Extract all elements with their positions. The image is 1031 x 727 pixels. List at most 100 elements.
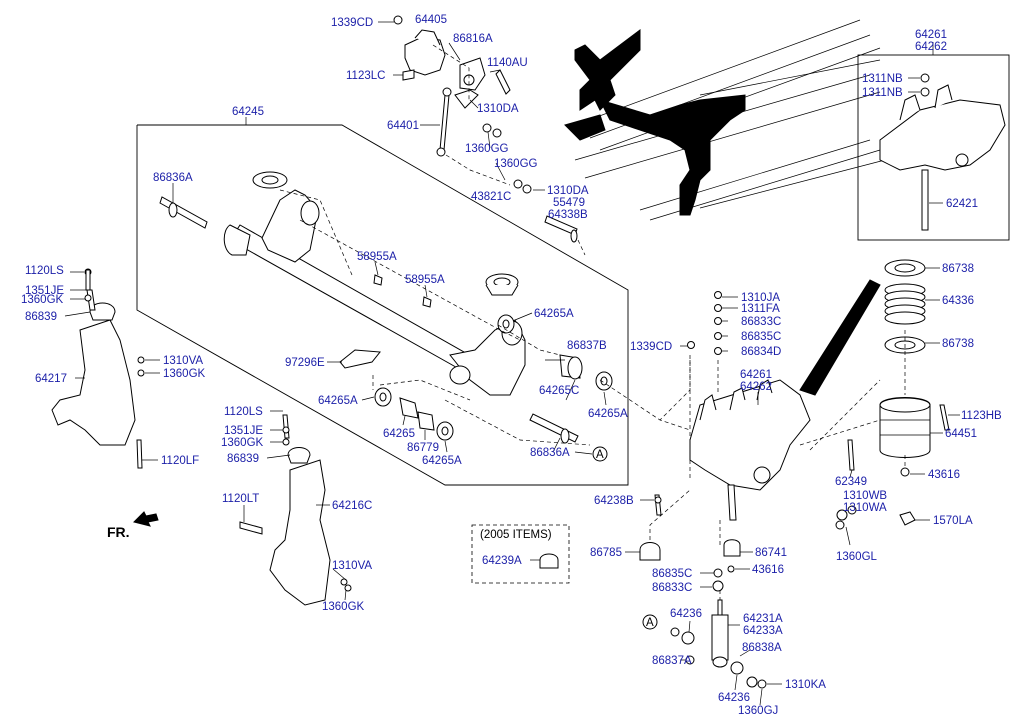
label-64262-mid: 64262 <box>740 381 772 393</box>
shock-absorber <box>639 341 767 689</box>
leveling-valve <box>393 15 532 194</box>
axle-dashed-lines <box>279 189 591 446</box>
label-62349: 62349 <box>835 476 867 488</box>
label-43821C: 43821C <box>471 191 511 203</box>
label-86835C-a: 86835C <box>741 331 781 343</box>
label-1360GG-b: 1360GG <box>494 158 538 170</box>
label-1310WA: 1310WA <box>843 502 887 514</box>
label-1310KA: 1310KA <box>785 679 826 691</box>
label-1360GK-a: 1360GK <box>21 294 64 306</box>
label-64336: 64336 <box>942 295 974 307</box>
label-86839-b: 86839 <box>227 453 259 465</box>
label-1360GG-a: 1360GG <box>465 143 509 155</box>
label-86779: 86779 <box>407 442 439 454</box>
label-86741: 86741 <box>755 547 787 559</box>
part-labels: 1339CD 64405 86816A 1140AU 1123LC 1310DA… <box>21 14 1002 717</box>
label-64405: 64405 <box>415 14 447 26</box>
label-64261-top: 64261 <box>915 29 947 41</box>
top-right-box <box>857 42 1010 241</box>
label-86738-b: 86738 <box>942 338 974 350</box>
label-64265C: 64265C <box>539 385 579 397</box>
label-1120LF: 1120LF <box>161 455 199 467</box>
label-86833C-b: 86833C <box>652 582 692 594</box>
label-86816A: 86816A <box>453 33 493 45</box>
label-64265A-d: 64265A <box>422 455 462 467</box>
label-1310WB: 1310WB <box>843 490 887 502</box>
callout-a-1: A <box>596 449 604 461</box>
callouts: A A <box>592 446 658 630</box>
front-arrow-icon <box>133 511 159 527</box>
label-64265: 64265 <box>383 428 415 440</box>
label-1360GL: 1360GL <box>836 551 878 563</box>
bushings <box>339 274 613 441</box>
label-86834D: 86834D <box>741 346 781 358</box>
label-64245: 64245 <box>232 106 264 118</box>
label-86836A-b: 86836A <box>530 447 570 459</box>
front-marker: FR. <box>107 511 159 540</box>
label-64338B: 64338B <box>548 209 588 221</box>
label-55479: 55479 <box>553 197 585 209</box>
label-64265A-a: 64265A <box>534 308 574 320</box>
label-1140AU: 1140AU <box>487 57 528 69</box>
label-86738-a: 86738 <box>942 263 974 275</box>
label-86833C-a: 86833C <box>741 316 781 328</box>
label-64236-a: 64236 <box>670 608 702 620</box>
label-64239A: 64239A <box>482 555 522 567</box>
label-1570LA: 1570LA <box>933 515 973 527</box>
note-2005-items: (2005 ITEMS) <box>471 524 570 584</box>
label-86839-a: 86839 <box>25 311 57 323</box>
label-1339CD-mid: 1339CD <box>630 341 672 353</box>
label-62421: 62421 <box>946 198 978 210</box>
label-1311NB-b: 1311NB <box>862 87 903 99</box>
label-97296E: 97296E <box>285 357 325 369</box>
label-86837A: 86837A <box>652 655 692 667</box>
label-64233A: 64233A <box>743 625 783 637</box>
axle-bolts <box>159 196 579 444</box>
label-64236-b: 64236 <box>718 692 750 704</box>
label-1351JE-a: 1351JE <box>25 285 64 297</box>
label-64231A: 64231A <box>743 613 783 625</box>
label-64217: 64217 <box>35 373 67 385</box>
frame-rails <box>564 19 886 221</box>
label-1123HB: 1123HB <box>961 410 1002 422</box>
spring-seat-assembly <box>599 279 881 521</box>
label-58955A-b: 58955A <box>405 274 445 286</box>
label-86785: 86785 <box>590 547 622 559</box>
label-1123LC: 1123LC <box>346 70 385 82</box>
label-1311FA: 1311FA <box>741 303 780 315</box>
label-1310VA-a: 1310VA <box>163 355 203 367</box>
label-1360GK-b: 1360GK <box>163 368 206 380</box>
label-1120LS-b: 1120LS <box>224 406 263 418</box>
label-64216C: 64216C <box>332 500 372 512</box>
label-58955A-a: 58955A <box>357 251 397 263</box>
label-86837B: 86837B <box>567 340 607 352</box>
label-64401: 64401 <box>387 120 419 132</box>
label-64262-top: 64262 <box>915 41 947 53</box>
label-64451: 64451 <box>945 428 977 440</box>
label-64261-mid: 64261 <box>740 369 772 381</box>
label-86838A: 86838A <box>742 642 782 654</box>
label-1120LS-a: 1120LS <box>25 265 64 277</box>
label-1120LT: 1120LT <box>222 493 259 505</box>
label-43616-b: 43616 <box>752 564 784 576</box>
label-1360GK-d: 1360GK <box>322 601 365 613</box>
label-86835C-b: 86835C <box>652 568 692 580</box>
label-1310JA: 1310JA <box>741 292 780 304</box>
label-1360GK-c: 1360GK <box>221 437 264 449</box>
label-1339CD-top: 1339CD <box>331 17 373 29</box>
callout-a-2: A <box>646 617 654 629</box>
label-43616-a: 43616 <box>928 469 960 481</box>
label-1310VA-b: 1310VA <box>332 560 372 572</box>
axle-housing-box <box>136 117 629 486</box>
label-1360GJ: 1360GJ <box>738 705 778 717</box>
label-1351JE-b: 1351JE <box>224 425 263 437</box>
note-title: (2005 ITEMS) <box>480 529 552 541</box>
label-86836A-a: 86836A <box>153 172 193 184</box>
spring-and-pads <box>799 259 950 530</box>
label-64265A-b: 64265A <box>588 408 628 420</box>
label-64238B: 64238B <box>594 495 634 507</box>
left-bracket-64217 <box>51 268 145 469</box>
front-label: FR. <box>107 524 130 540</box>
label-1310DA-a: 1310DA <box>477 103 519 115</box>
